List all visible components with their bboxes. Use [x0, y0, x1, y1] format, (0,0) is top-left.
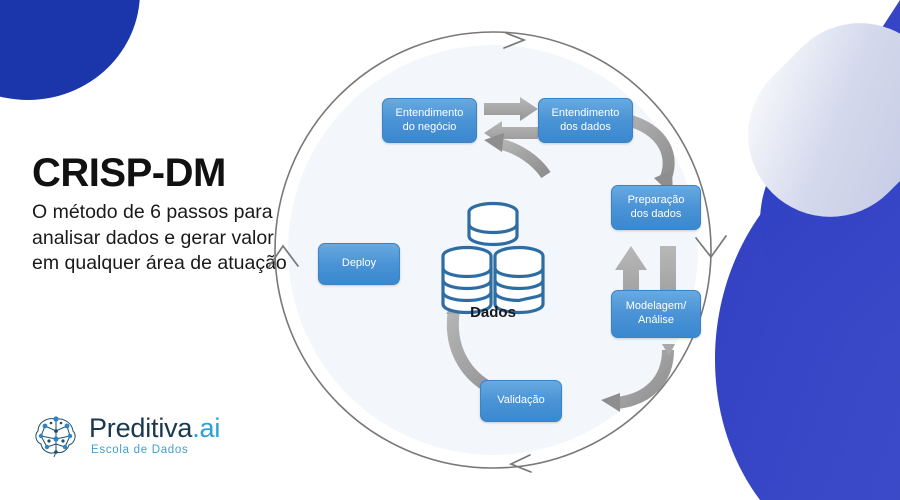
logo-wordmark-main: Preditiva: [89, 413, 193, 444]
step-label-line-2: do negócio: [402, 120, 457, 133]
crisp-dm-cycle-diagram: Dados Entendimento do negócio Entendimen…: [268, 0, 900, 500]
arrow-negocio-to-dados: [484, 97, 538, 121]
ring-arrowhead-left: [268, 244, 299, 269]
brain-network-icon: [35, 416, 76, 458]
ring-arrowhead-top: [503, 32, 527, 49]
logo-wordmark-accent: .ai: [192, 413, 221, 444]
step-label-line-1: Deploy: [341, 257, 377, 270]
curved-arrow-feedback-to-negocio: [484, 133, 551, 179]
logo-tagline: Escola de Dados: [91, 444, 189, 457]
center-label-dados: Dados: [470, 304, 516, 321]
cycle-inner-tint: [288, 45, 698, 455]
preditiva-logo[interactable]: Preditiva.ai Escola de Dados: [32, 414, 220, 458]
database-cylinder-top: [467, 201, 519, 247]
page-subtitle: O método de 6 passos para analisar dados…: [32, 201, 287, 275]
logo-wordmark: Preditiva.ai: [89, 415, 220, 442]
step-label-line-2: dos dados: [630, 207, 682, 220]
step-label-line-1: Preparação: [627, 193, 685, 206]
step-box-entendimento-dados[interactable]: Entendimento dos dados: [538, 98, 633, 143]
step-box-validacao[interactable]: Validação: [480, 380, 562, 422]
step-box-deploy[interactable]: Deploy: [318, 243, 400, 285]
database-cylinder-left: [441, 245, 493, 315]
outer-cycle-ring: [274, 31, 712, 469]
ring-arrowhead-bottom: [508, 454, 532, 473]
database-cylinder-right: [493, 245, 545, 315]
ring-arrowhead-right: [695, 235, 727, 259]
step-box-entendimento-negocio[interactable]: Entendimento do negócio: [382, 98, 477, 143]
step-box-modelagem-analise[interactable]: Modelagem/ Análise: [611, 290, 701, 338]
curved-arrow-modelagem-to-validacao: [601, 344, 675, 412]
step-label-line-2: dos dados: [560, 120, 611, 133]
logo-text: Preditiva.ai Escola de Dados: [89, 415, 220, 457]
step-label-line-1: Modelagem/: [625, 300, 687, 313]
top-left-blob-shape: [0, 0, 140, 100]
title-block: CRISP-DM O método de 6 passos para anali…: [32, 152, 302, 277]
step-label-line-1: Validação: [497, 394, 545, 407]
step-label-line-1: Entendimento: [395, 106, 464, 119]
step-label-line-1: Entendimento: [551, 106, 620, 119]
page-title: CRISP-DM: [32, 151, 226, 195]
database-stack-icon: [441, 201, 545, 315]
step-label-line-2: Análise: [637, 314, 675, 326]
step-box-preparacao-dados[interactable]: Preparação dos dados: [611, 185, 701, 230]
